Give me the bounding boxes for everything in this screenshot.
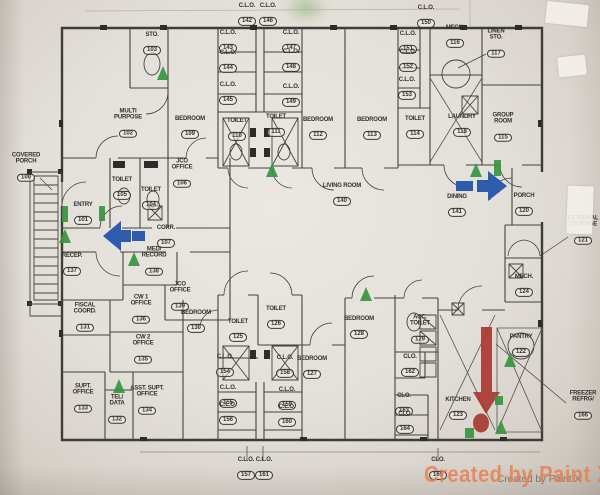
floor-hatching (429, 77, 543, 433)
blue-arrow-right-dash (456, 181, 473, 191)
sheet-edge-lines (84, 0, 540, 453)
tape-piece (566, 185, 594, 235)
fixture-x-boxes (147, 95, 524, 381)
blue-arrow-left (103, 221, 131, 251)
red-dot-marker (473, 413, 489, 433)
stairs-ramp (29, 171, 63, 317)
blue-arrow-right (477, 171, 507, 201)
fixture-blocks (27, 25, 542, 441)
plumbing-fixtures (117, 52, 535, 360)
tape-piece (557, 54, 587, 78)
watermark-small: Created by Paint X (497, 474, 581, 485)
annotation-arrows (103, 171, 507, 433)
blue-arrow-left-dash (132, 231, 145, 241)
interior-walls (62, 28, 542, 440)
tape-piece (544, 0, 590, 28)
label-leader-lines (39, 53, 569, 460)
watermark-large: Created by Paint X (424, 461, 600, 487)
door-arcs (61, 91, 541, 346)
red-arrow-down (473, 327, 500, 414)
